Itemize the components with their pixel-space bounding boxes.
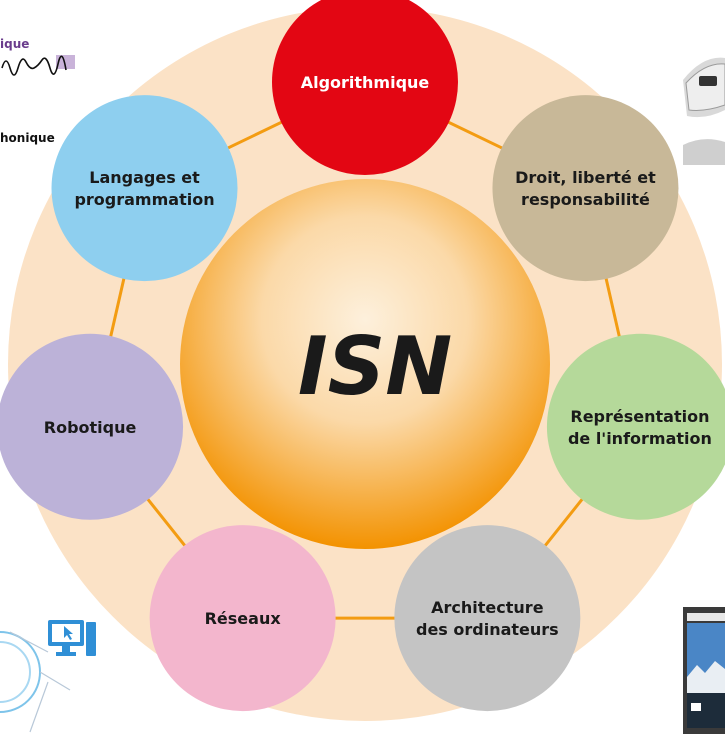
cropped-label-top: ique — [0, 37, 30, 51]
cropped-label-left: honique — [0, 131, 55, 145]
topic-circle — [546, 333, 725, 520]
topic-label: Réseaux — [205, 609, 282, 628]
topic-label: Robotique — [44, 418, 137, 437]
topic-label: Droit, liberté et — [515, 168, 656, 187]
topic-robotique: Robotique — [0, 333, 184, 520]
center-disc — [180, 179, 550, 549]
topic-circle — [394, 525, 581, 712]
topic-droit-liberte-responsabilite: Droit, liberté et responsabilité — [492, 95, 679, 282]
topic-label: responsabilité — [521, 190, 650, 209]
waveform-graphic — [1, 55, 75, 76]
topic-circle — [51, 95, 238, 282]
topic-label: des ordinateurs — [416, 620, 559, 639]
topic-circle — [492, 95, 679, 282]
topic-representation-information: Représentation de l'information — [546, 333, 725, 520]
topic-circle — [149, 525, 336, 712]
topic-label: Langages et — [89, 168, 200, 187]
topic-algorithmique: Algorithmique — [272, 0, 458, 175]
topic-label: programmation — [74, 190, 214, 209]
topic-label: Architecture — [431, 598, 544, 617]
topic-label: Algorithmique — [301, 73, 430, 92]
topic-circle — [272, 0, 458, 175]
keyboard-photo — [683, 50, 725, 165]
computer-icon — [48, 620, 96, 656]
topic-label: de l'information — [568, 429, 712, 448]
topic-langages-programmation: Langages et programmation — [51, 95, 238, 282]
topic-reseaux: Réseaux — [149, 525, 336, 712]
center-label: ISN — [298, 320, 452, 413]
topic-label: Représentation — [570, 407, 709, 426]
topic-architecture-ordinateurs: Architecture des ordinateurs — [394, 525, 581, 712]
desktop-screenshot-photo — [683, 607, 725, 734]
topic-circle — [0, 333, 184, 520]
network-icon-graphic — [0, 620, 96, 733]
